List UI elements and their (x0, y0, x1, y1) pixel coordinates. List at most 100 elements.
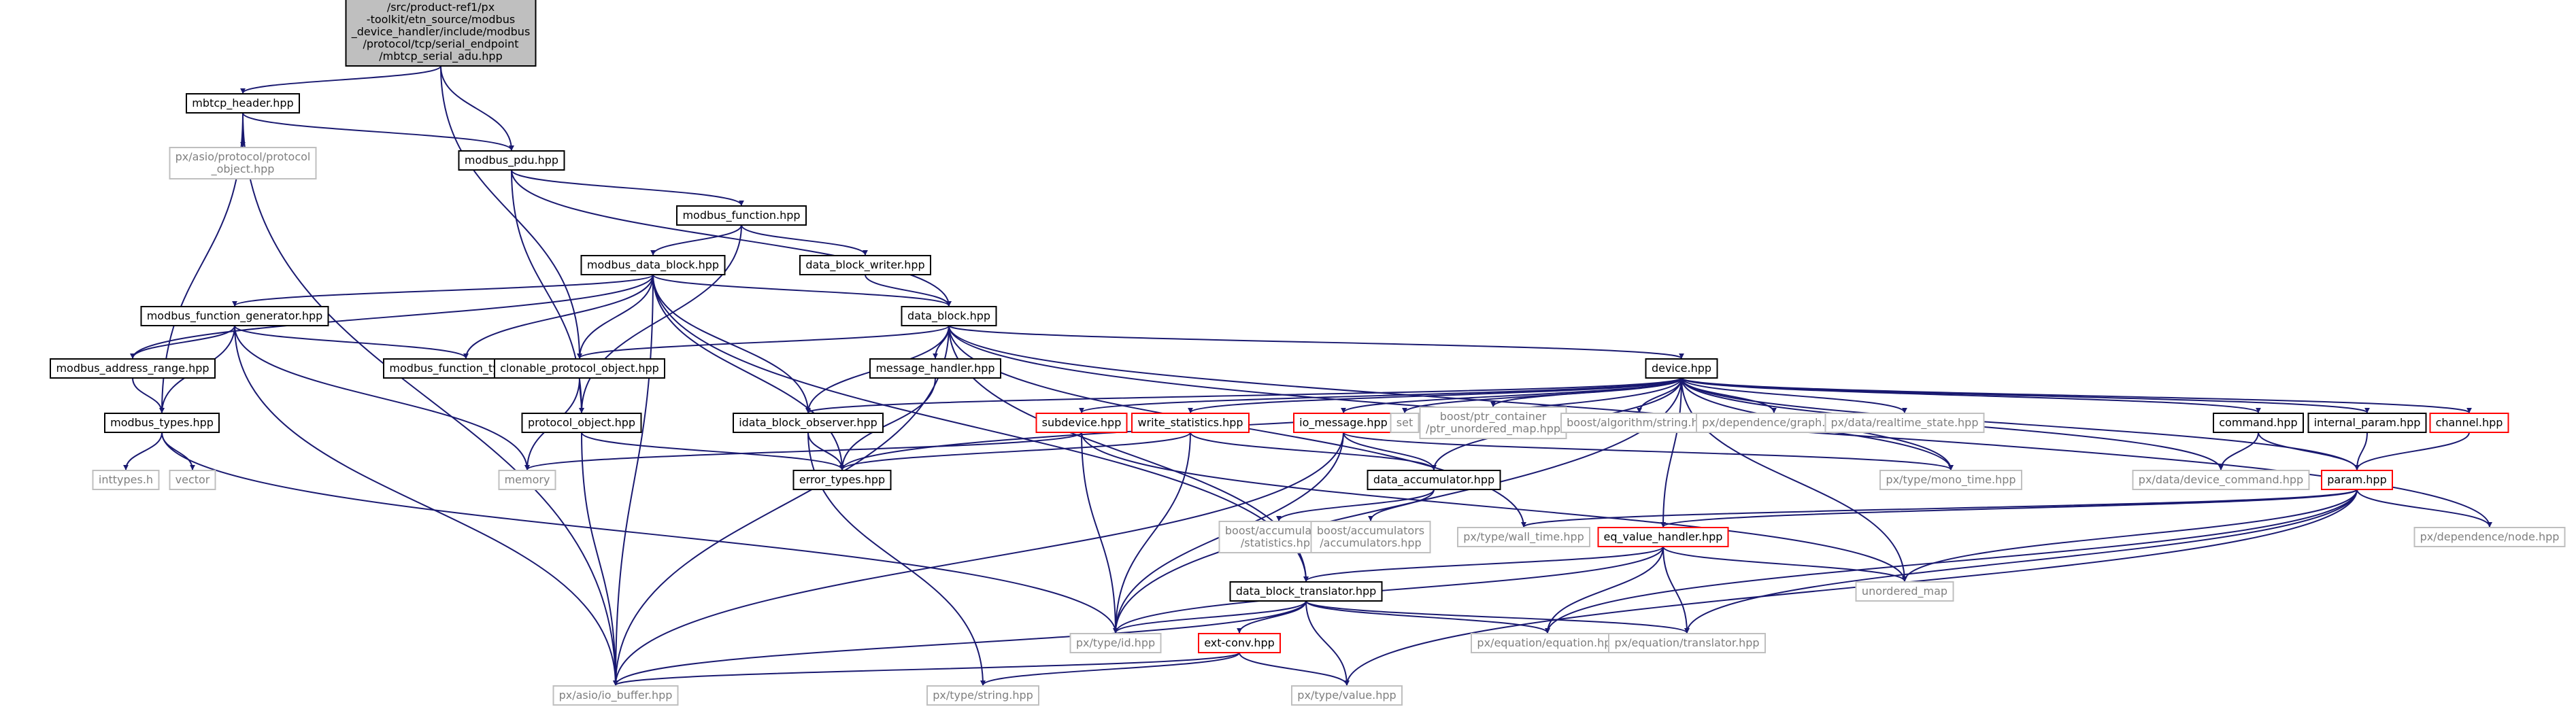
node-write-statistics[interactable]: write_statistics.hpp (1131, 413, 1250, 433)
dependency-edge (1490, 377, 1682, 407)
node-device[interactable]: device.hpp (1645, 358, 1718, 379)
dependency-edge (1343, 432, 1437, 470)
dependency-edge (2258, 432, 2360, 470)
dependency-edge (1113, 432, 1191, 634)
node-subdevice[interactable]: subdevice.hpp (1035, 413, 1128, 433)
node-label: data_block_writer.hpp (805, 258, 924, 272)
node-clonable-protocol-object[interactable]: clonable_protocol_object.hpp (494, 358, 665, 379)
node-translator[interactable]: px/equation/translator.hpp (1608, 633, 1766, 653)
edge-command-to-device-command (2218, 432, 2259, 470)
node-label: px/data/device_command.hpp (2139, 473, 2303, 487)
node-label: write_statistics.hpp (1137, 416, 1243, 430)
node-modbus-pdu[interactable]: modbus_pdu.hpp (458, 150, 565, 171)
node-box (2413, 527, 2566, 547)
dependency-edge (1305, 600, 1350, 686)
node-protocol-object[interactable]: protocol_object.hpp (521, 413, 642, 433)
dependency-edge (980, 652, 1240, 686)
node-data-block-writer[interactable]: data_block_writer.hpp (799, 255, 931, 275)
node-label: memory (505, 473, 550, 486)
node-root[interactable]: /src/product-ref1/px-toolkit/etn_source/… (345, 0, 537, 67)
node-device-command[interactable]: px/data/device_command.hpp (2132, 470, 2310, 490)
node-modbus-data-block[interactable]: modbus_data_block.hpp (580, 255, 726, 275)
node-ext-conv[interactable]: ext-conv.hpp (1198, 633, 1281, 653)
edge-modbus-types-to-vector (161, 432, 195, 470)
node-label: /protocol/tcp/serial_endpoint (363, 37, 518, 51)
dependency-edge (652, 274, 952, 307)
node-vector[interactable]: vector (169, 470, 216, 490)
node-data-block-translator[interactable]: data_block_translator.hpp (1229, 581, 1383, 602)
edge-protocol-object-to-error-types (581, 432, 845, 470)
node-box (345, 0, 537, 67)
edge-modbus-function-generator-to-io-buffer (234, 325, 618, 686)
node-label: _device_handler/include/modbus (351, 25, 531, 39)
node-ptr-unordered-map[interactable]: boost/ptr_container/ptr_unordered_map.hp… (1419, 407, 1567, 439)
node-type-id[interactable]: px/type/id.hpp (1069, 633, 1162, 653)
node-channel[interactable]: channel.hpp (2429, 413, 2509, 433)
node-io-message[interactable]: io_message.hpp (1293, 413, 1394, 433)
node-set[interactable]: set (1390, 413, 1420, 433)
node-realtime-state[interactable]: px/data/realtime_state.hpp (1824, 413, 1985, 433)
node-box (186, 93, 300, 114)
node-label: vector (175, 473, 210, 486)
node-mbtcp-header[interactable]: mbtcp_header.hpp (186, 93, 300, 114)
node-eq-value-handler[interactable]: eq_value_handler.hpp (1597, 527, 1729, 547)
node-modbus-function-generator[interactable]: modbus_function_generator.hpp (140, 306, 329, 326)
dependency-edge (839, 377, 1682, 470)
node-memory[interactable]: memory (498, 470, 556, 490)
node-io-buffer[interactable]: px/asio/io_buffer.hpp (552, 685, 679, 706)
dependency-edge (741, 224, 868, 256)
edge-device-to-error-types (839, 377, 1682, 470)
node-box (140, 306, 329, 326)
node-label: inttypes.h (99, 473, 153, 486)
node-dependence-node[interactable]: px/dependence/node.hpp (2413, 527, 2566, 547)
node-label: io_message.hpp (1299, 416, 1388, 430)
node-type-value[interactable]: px/type/value.hpp (1291, 685, 1403, 706)
node-data-accumulator[interactable]: data_accumulator.hpp (1367, 470, 1501, 490)
node-message-handler[interactable]: message_handler.hpp (869, 358, 1001, 379)
node-wall-time[interactable]: px/type/wall_time.hpp (1457, 527, 1590, 547)
node-box (1293, 413, 1394, 433)
dependency-edge (2218, 432, 2259, 470)
node-label: channel.hpp (2436, 416, 2503, 429)
node-modbus-types[interactable]: modbus_types.hpp (104, 413, 220, 433)
dependency-edge (440, 65, 514, 151)
node-modbus-address-range[interactable]: modbus_address_range.hpp (50, 358, 216, 379)
node-label: px/type/id.hpp (1076, 636, 1155, 649)
edge-param-to-type-value (1344, 489, 2358, 686)
node-algorithm-string[interactable]: boost/algorithm/string.hpp (1560, 413, 1718, 433)
node-param[interactable]: param.hpp (2321, 470, 2393, 490)
edge-eq-value-handler-to-type-id (1113, 546, 1664, 634)
node-asio-protocol-object[interactable]: px/asio/protocol/protocol_object.hpp (169, 147, 317, 179)
node-idata-block-observer[interactable]: idata_block_observer.hpp (733, 413, 884, 433)
node-equation[interactable]: px/equation/equation.hpp (1471, 633, 1624, 653)
dependency-edge (865, 274, 952, 307)
edge-ext-conv-to-type-value (1239, 652, 1350, 686)
edge-data-block-to-mono-time (948, 325, 1954, 470)
node-acc-accumulators[interactable]: boost/accumulators/accumulators.hpp (1310, 521, 1431, 553)
node-type-string[interactable]: px/type/string.hpp (926, 685, 1039, 706)
node-label: px/equation/equation.hpp (1477, 636, 1618, 649)
dependency-edge (650, 224, 742, 256)
edge-param-to-translator (1684, 489, 2358, 634)
node-error-types[interactable]: error_types.hpp (792, 470, 892, 490)
node-mono-time[interactable]: px/type/mono_time.hpp (1879, 470, 2022, 490)
node-label: unordered_map (1862, 585, 1947, 598)
dependency-edge (440, 65, 582, 359)
edge-modbus-data-block-to-modbus-address-range (130, 274, 654, 359)
node-data-block[interactable]: data_block.hpp (901, 306, 997, 326)
dependency-edge (463, 274, 654, 359)
edge-root-to-clonable-protocol-object (440, 65, 582, 359)
node-modbus-function[interactable]: modbus_function.hpp (676, 205, 807, 226)
dependency-edge (1305, 600, 1550, 634)
node-box (1419, 407, 1567, 439)
node-unordered-map[interactable]: unordered_map (1855, 581, 1954, 602)
dependency-edge (1368, 489, 1435, 521)
dependency-edge (1681, 377, 2261, 413)
node-label: px/type/value.hpp (1297, 689, 1396, 702)
edge-data-block-translator-to-translator (1305, 600, 1690, 634)
node-internal-param[interactable]: internal_param.hpp (2307, 413, 2427, 433)
node-command[interactable]: command.hpp (2213, 413, 2304, 433)
node-box (733, 413, 884, 433)
node-inttypes[interactable]: inttypes.h (92, 470, 160, 490)
